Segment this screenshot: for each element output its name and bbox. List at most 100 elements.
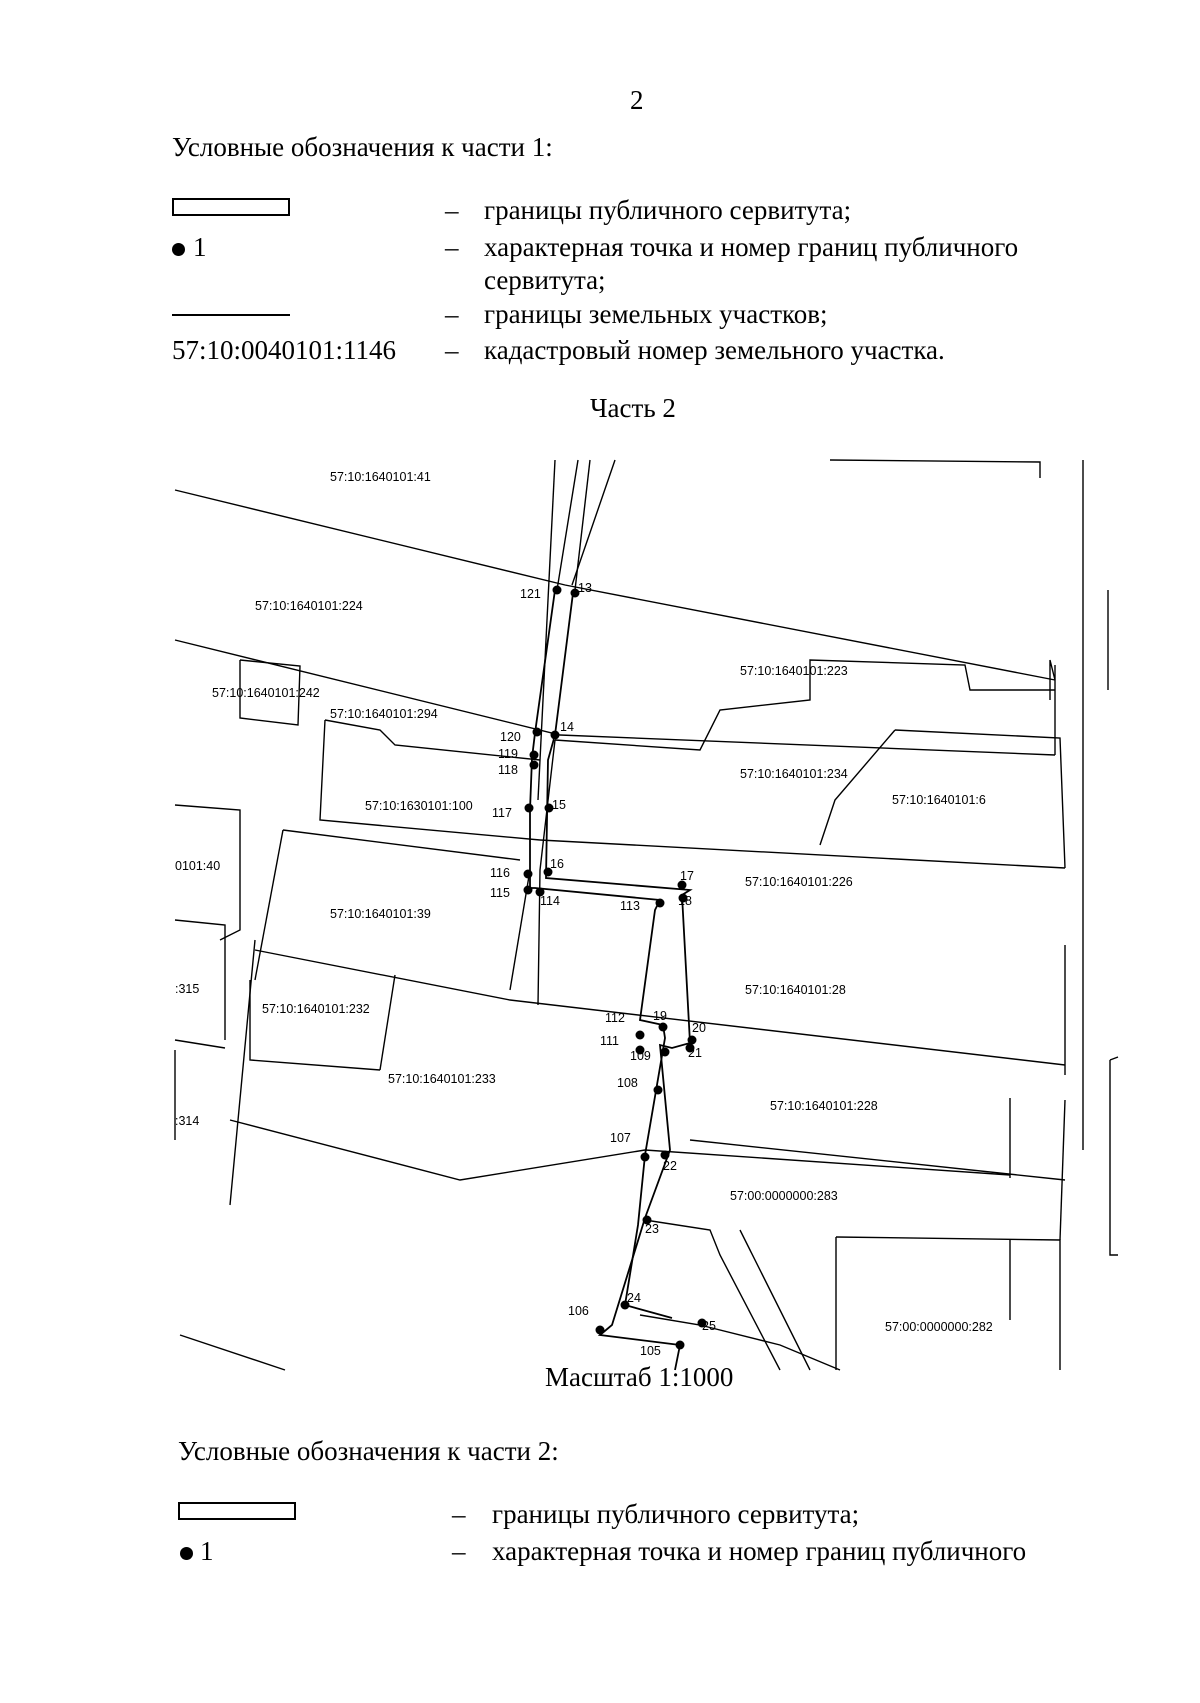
parcel-boundary xyxy=(1059,1099,1066,1241)
servitude-boundary-symbol xyxy=(178,1502,296,1520)
parcel-label: 57:10:1640101:223 xyxy=(740,664,848,678)
point-label: 115 xyxy=(490,886,510,900)
parcel-boundary xyxy=(229,939,256,1206)
parcel-boundary xyxy=(644,1219,781,1371)
parcel-boundary xyxy=(324,719,541,761)
parcel-boundary xyxy=(571,459,616,586)
legend-text-point: характерная точка и номер границ публичн… xyxy=(492,1536,1027,1566)
point-number-symbol: 1 xyxy=(193,232,207,262)
legend-text-point: характерная точка и номер границ публичн… xyxy=(484,232,1019,262)
parcel-boundary xyxy=(819,729,896,846)
part-title: Часть 2 xyxy=(590,393,676,423)
legend-heading-part2: Условные обозначения к части 2: xyxy=(178,1436,559,1466)
servitude-boundary xyxy=(529,589,673,1319)
servitude-point xyxy=(642,1215,652,1225)
legend-dash: – xyxy=(445,195,459,225)
servitude-point xyxy=(660,1047,670,1057)
point-label: 18 xyxy=(678,894,692,908)
point-label: 114 xyxy=(540,894,560,908)
legend-text-land-boundary: границы земельных участков; xyxy=(484,299,828,329)
servitude-point xyxy=(524,803,534,813)
point-label: 112 xyxy=(605,1011,625,1025)
legend-text-point-cont: сервитута; xyxy=(484,265,606,295)
point-label: 111 xyxy=(600,1034,619,1048)
parcel-label: :314 xyxy=(175,1114,199,1128)
point-dot-symbol xyxy=(172,243,185,256)
servitude-point xyxy=(552,585,562,595)
legend-dash: – xyxy=(445,335,459,365)
parcel-boundary xyxy=(254,949,1066,1066)
servitude-point xyxy=(535,887,545,897)
servitude-point xyxy=(635,1045,645,1055)
servitude-point xyxy=(544,803,554,813)
parcel-boundary xyxy=(174,919,226,1040)
servitude-point xyxy=(532,727,542,737)
point-label: 116 xyxy=(490,866,510,880)
servitude-point xyxy=(678,893,688,903)
point-label: 108 xyxy=(617,1076,638,1090)
servitude-point xyxy=(675,1340,685,1350)
legend-text-servitude-boundary: границы публичного сервитута; xyxy=(484,195,852,225)
point-label: 20 xyxy=(692,1021,706,1035)
point-label: 19 xyxy=(653,1009,667,1023)
servitude-point xyxy=(550,730,560,740)
point-label: 121 xyxy=(520,587,541,601)
parcel-boundary xyxy=(254,829,284,981)
point-label: 17 xyxy=(680,869,694,883)
servitude-point xyxy=(653,1085,663,1095)
parcel-label: 57:10:1640101:39 xyxy=(330,907,431,921)
parcel-boundary xyxy=(537,739,556,1006)
parcel-boundary xyxy=(249,980,381,1071)
point-label: 106 xyxy=(568,1304,589,1318)
servitude-point xyxy=(529,760,539,770)
parcel-label: 57:10:1640101:41 xyxy=(330,470,431,484)
point-number-symbol: 1 xyxy=(200,1536,214,1566)
servitude-point xyxy=(685,1043,695,1053)
servitude-point xyxy=(660,1150,670,1160)
legend-dash: – xyxy=(445,299,459,329)
parcel-boundary xyxy=(639,1314,841,1371)
parcel-boundary xyxy=(319,719,541,841)
point-label: 113 xyxy=(620,899,640,913)
parcel-label: 57:00:0000000:282 xyxy=(885,1320,993,1334)
parcel-boundary xyxy=(689,1139,1066,1181)
parcel-boundary xyxy=(179,1334,286,1371)
servitude-point xyxy=(640,1152,650,1162)
parcel-label: 57:10:1640101:228 xyxy=(770,1099,878,1113)
parcel-label: 57:10:1640101:28 xyxy=(745,983,846,997)
point-dot-symbol xyxy=(180,1547,193,1560)
point-label: 23 xyxy=(645,1222,659,1236)
parcel-label: 57:10:1640101:224 xyxy=(255,599,363,613)
map-scale: Масштаб 1:1000 xyxy=(545,1362,734,1392)
cadastral-number-sample: 57:10:0040101:1146 xyxy=(172,335,397,365)
point-label: 21 xyxy=(688,1046,702,1060)
parcel-boundary xyxy=(1049,659,1056,700)
parcel-boundary xyxy=(539,839,1066,869)
parcel-boundary xyxy=(554,659,1055,751)
servitude-point xyxy=(543,867,553,877)
servitude-point xyxy=(529,750,539,760)
parcel-boundary xyxy=(174,804,241,941)
legend-dash: – xyxy=(452,1536,466,1566)
servitude-point xyxy=(570,588,580,598)
point-label: 109 xyxy=(630,1049,651,1063)
parcel-label: :315 xyxy=(175,982,199,996)
parcel-boundary xyxy=(229,1119,1011,1181)
parcel-boundary xyxy=(1109,1060,1118,1256)
point-label: 14 xyxy=(560,720,574,734)
point-label: 119 xyxy=(498,747,518,761)
point-label: 105 xyxy=(640,1344,661,1358)
parcel-boundary xyxy=(537,459,556,801)
point-label: 22 xyxy=(663,1159,677,1173)
parcel-label: 57:10:1640101:233 xyxy=(388,1072,496,1086)
point-label: 15 xyxy=(552,798,566,812)
legend-dash: – xyxy=(452,1499,466,1529)
point-label: 117 xyxy=(492,806,512,820)
parcel-boundary xyxy=(174,1039,226,1049)
parcel-boundary xyxy=(739,1229,811,1371)
servitude-point xyxy=(687,1035,697,1045)
point-label: 13 xyxy=(578,581,592,595)
servitude-boundary-symbol xyxy=(172,198,290,216)
parcel-label: 57:10:1640101:234 xyxy=(740,767,848,781)
parcel-boundary xyxy=(174,639,1056,756)
